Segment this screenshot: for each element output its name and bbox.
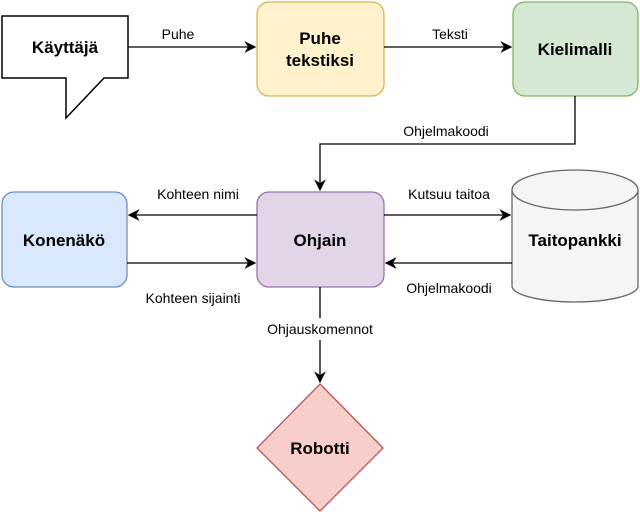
user-label: Käyttäjä [32, 38, 99, 57]
calls-skill-edge-label: Kutsuu taitoa [408, 186, 490, 202]
skill-bank-node [511, 169, 639, 303]
robot-label: Robotti [290, 439, 349, 458]
speech-to-text-node [256, 1, 385, 97]
object-name-edge-label: Kohteen nimi [157, 186, 239, 202]
speech-to-text-label-line1: Puhe [299, 29, 341, 48]
control-commands-edge-label: Ohjauskomennot [267, 321, 373, 337]
controller-label: Ohjain [294, 231, 347, 250]
computer-vision-label: Konenäkö [23, 231, 105, 250]
program-code-down-edge-label: Ohjelmakoodi [403, 123, 489, 139]
speech-to-text-label-line2: tekstiksi [286, 51, 354, 70]
control-commands-label-background [254, 318, 386, 340]
program-code-down-arrow [314, 96, 576, 192]
program-code-back-edge-label: Ohjelmakoodi [406, 280, 492, 296]
skill-bank-label: Taitopankki [528, 231, 621, 250]
speech-edge-label: Puhe [162, 26, 195, 42]
text-edge-label: Teksti [432, 26, 468, 42]
language-model-label: Kielimalli [538, 40, 613, 59]
object-location-edge-label: Kohteen sijainti [146, 290, 241, 306]
user-speech-bubble [1, 15, 129, 120]
computer-vision-node [1, 191, 128, 288]
robot-node [256, 383, 384, 512]
